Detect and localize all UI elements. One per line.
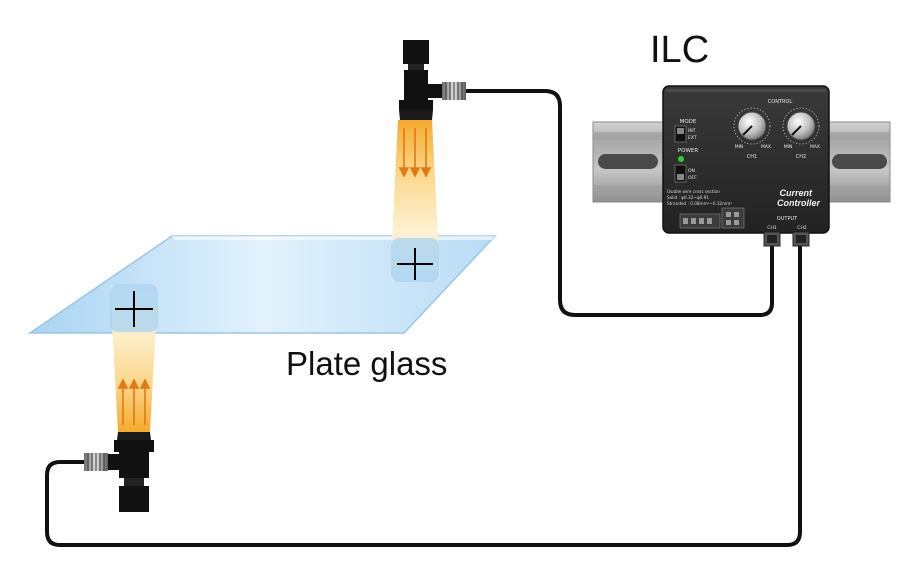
diagram-title: ILC xyxy=(650,29,709,71)
control-label: CONTROL xyxy=(768,99,793,105)
rail-slot-left xyxy=(598,154,658,169)
knob-ch2-max: MAX xyxy=(810,144,820,150)
output-ch1-label: CH1 xyxy=(767,225,777,231)
mode-ext: EXT xyxy=(688,135,697,141)
knob-ch2-label: CH2 xyxy=(796,154,806,160)
rail-slot-right xyxy=(832,154,887,169)
power-label: POWER xyxy=(678,148,699,154)
bottom-upward-arrows xyxy=(117,378,151,425)
plate-glass-label: Plate glass xyxy=(286,345,447,382)
knob-ch1-max: MAX xyxy=(761,144,771,150)
knob-ch1-min: MIN xyxy=(735,144,744,150)
spec-line-2: Solid : φ0.32~φ0.91 xyxy=(667,195,709,200)
output-port-ch2[interactable] xyxy=(792,231,810,247)
top-crosshair xyxy=(397,248,433,280)
knob-ch2-min: MIN xyxy=(784,144,793,150)
knob-ch1-label: CH1 xyxy=(747,154,757,160)
controller-name-line2: Controller xyxy=(777,198,820,208)
output-label: OUTPUT xyxy=(777,216,798,222)
bottom-light-beam xyxy=(110,284,158,432)
controller-name-line1: Current xyxy=(779,188,813,198)
power-on: ON xyxy=(688,168,695,174)
spec-line-3: Stranded : 0.08mm²~0.32mm² xyxy=(667,201,732,206)
bottom-sensor-head xyxy=(84,432,154,512)
spec-line-1: Usable wire cross section xyxy=(667,189,720,194)
cable-bottom xyxy=(45,243,802,547)
top-light-beam xyxy=(390,120,440,282)
terminal-block-right xyxy=(721,207,745,229)
power-switch[interactable] xyxy=(674,164,687,183)
mode-label: MODE xyxy=(680,119,697,125)
power-led xyxy=(678,156,684,162)
output-ch2-label: CH2 xyxy=(797,225,807,231)
knob-ch2[interactable] xyxy=(782,107,820,145)
terminal-block-left xyxy=(679,213,721,229)
top-sensor-head xyxy=(399,40,466,120)
power-off: OFF xyxy=(688,175,697,181)
top-downward-arrows xyxy=(398,128,432,178)
mode-int: INT xyxy=(688,128,696,134)
knob-ch1[interactable] xyxy=(733,107,771,145)
bottom-crosshair xyxy=(115,291,153,327)
current-controller: CONTROL MIN MAX CH1 MIN MAX CH2 MODE INT… xyxy=(662,85,830,247)
output-port-ch1[interactable] xyxy=(763,231,781,247)
cable-top xyxy=(463,89,774,317)
